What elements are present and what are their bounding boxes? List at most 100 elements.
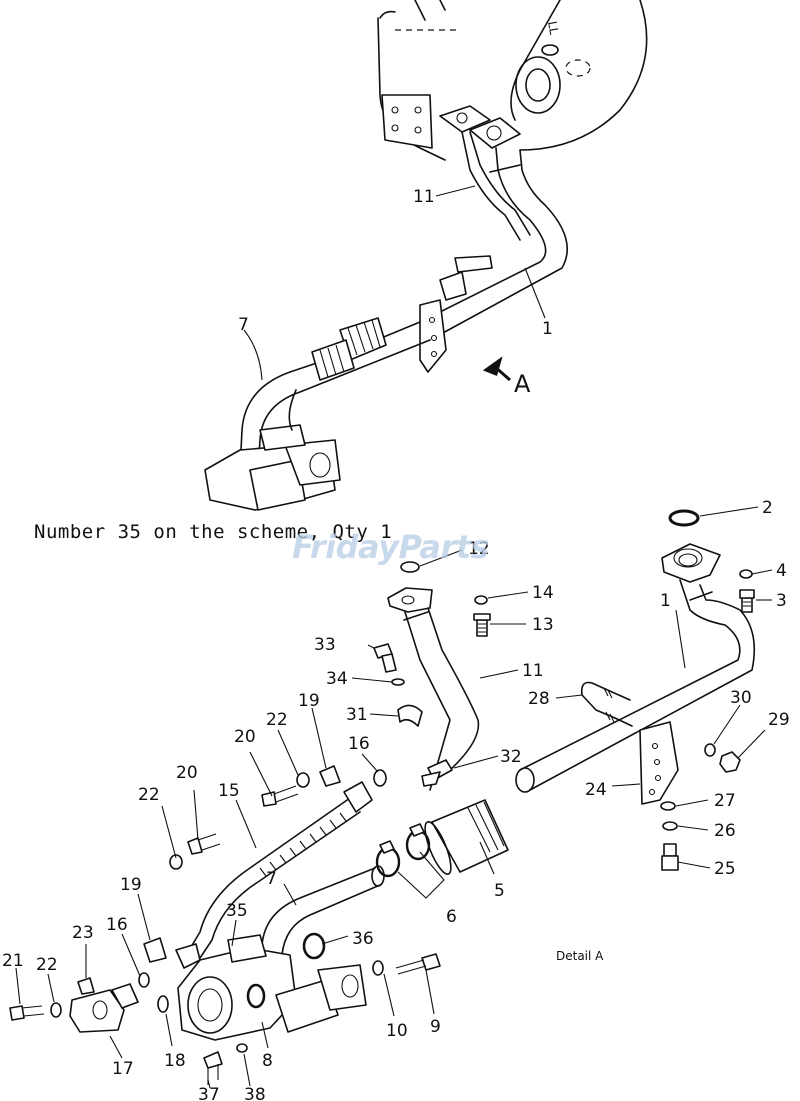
part-30-washer — [704, 743, 716, 757]
part-24-bracket — [639, 721, 679, 805]
callout-19-upper: 19 — [298, 691, 320, 711]
part-20-bolt-lower — [187, 833, 221, 855]
part-15-hose — [175, 781, 373, 969]
part-37-bolt — [203, 1051, 223, 1085]
pump-upper — [204, 389, 341, 511]
part-23-fitting — [77, 977, 95, 995]
leader-lines — [15, 506, 773, 1089]
callout-20-upper: 20 — [234, 727, 256, 747]
part-34-washer — [391, 678, 405, 686]
callout-9: 9 — [430, 1017, 441, 1037]
part-27-washer — [660, 801, 676, 811]
callout-34: 34 — [326, 669, 348, 689]
callout-33: 33 — [314, 635, 336, 655]
part-20-bolt-upper — [261, 785, 299, 807]
part-22-washer-lower — [169, 854, 183, 870]
part-35-pump — [177, 934, 367, 1041]
callout-21: 21 — [2, 951, 24, 971]
callout-19-lower: 19 — [120, 875, 142, 895]
part-14-washer — [474, 595, 488, 605]
part-21-bolt — [9, 1005, 45, 1021]
part-18-oring — [157, 995, 169, 1013]
part-4-washer — [739, 569, 753, 579]
part-26-lockwasher — [662, 821, 678, 831]
callout-5: 5 — [494, 881, 505, 901]
callout-30: 30 — [730, 688, 752, 708]
part-6-clamps — [375, 823, 431, 878]
callout-18: 18 — [164, 1051, 186, 1071]
callout-37: 37 — [198, 1085, 220, 1101]
callout-16-lower: 16 — [106, 915, 128, 935]
upper-callouts: 11 1 7 A — [238, 185, 553, 398]
callout-25: 25 — [714, 859, 736, 879]
callout-20-lower: 20 — [176, 763, 198, 783]
pipe-7-upper — [239, 317, 431, 471]
callout-7-detail: 7 — [266, 869, 277, 889]
part-3-bolt — [739, 589, 755, 613]
callout-8: 8 — [262, 1051, 273, 1071]
callout-26: 26 — [714, 821, 736, 841]
callout-28: 28 — [528, 689, 550, 709]
part-1-flange — [661, 543, 721, 583]
callout-1-detail: 1 — [660, 591, 671, 611]
part-22-washer-upper — [296, 772, 310, 788]
callout-11-upper: 11 — [413, 187, 435, 207]
part-22-washer-left — [50, 1002, 62, 1018]
svg-text:LL: LL — [545, 20, 561, 36]
pipe-11-upper — [461, 131, 531, 241]
callout-29: 29 — [768, 710, 790, 730]
part-caption: Number 35 on the scheme, Qty 1 — [34, 521, 393, 543]
part-36-oring — [302, 932, 326, 960]
callout-24: 24 — [585, 780, 607, 800]
callout-10: 10 — [386, 1021, 408, 1041]
part-labels: 2 4 3 1 12 14 13 11 33 34 28 30 29 31 19… — [2, 498, 790, 1101]
callout-22-lower: 22 — [138, 785, 160, 805]
part-29-nut — [719, 751, 741, 773]
callout-2: 2 — [762, 498, 773, 518]
callout-1-upper: 1 — [542, 319, 553, 339]
part-28-ubolt — [580, 681, 633, 727]
callout-12: 12 — [468, 539, 490, 559]
part-12-oring — [400, 561, 420, 573]
flange-upper — [439, 105, 521, 149]
callout-7-upper: 7 — [238, 315, 249, 335]
callout-11-detail: 11 — [522, 661, 544, 681]
callout-22-left: 22 — [36, 955, 58, 975]
part-38-washer — [236, 1043, 248, 1053]
part-10-washer — [372, 960, 384, 976]
part-2-oring — [668, 509, 700, 527]
part-11-pipe — [403, 607, 480, 791]
callout-17: 17 — [112, 1059, 134, 1079]
part-13-bolt — [473, 613, 491, 637]
callout-32: 32 — [500, 747, 522, 767]
part-5-hose — [424, 799, 509, 875]
part-16-oring-lower — [138, 972, 150, 988]
part-11-flange — [387, 587, 433, 613]
pipe-1-upper — [419, 147, 569, 341]
callout-38: 38 — [244, 1085, 266, 1101]
part-17-flange — [69, 983, 139, 1033]
callout-13: 13 — [532, 615, 554, 635]
tank-outline: LL — [377, 0, 648, 161]
part-33-bolt — [373, 643, 397, 673]
part-19-clamp-upper — [319, 765, 341, 787]
callout-31: 31 — [346, 705, 368, 725]
callout-3: 3 — [776, 591, 787, 611]
callout-27: 27 — [714, 791, 736, 811]
part-25-bolt — [661, 843, 679, 871]
callout-16-upper: 16 — [348, 734, 370, 754]
callout-6: 6 — [446, 907, 457, 927]
detail-a-label: Detail A — [556, 949, 604, 963]
part-16-oring-upper — [373, 769, 387, 787]
callout-22-upper: 22 — [266, 710, 288, 730]
callout-36: 36 — [352, 929, 374, 949]
bracket-upper — [419, 255, 493, 373]
callout-4: 4 — [776, 561, 787, 581]
callout-23: 23 — [72, 923, 94, 943]
callout-15: 15 — [218, 781, 240, 801]
callout-14: 14 — [532, 583, 554, 603]
callout-35: 35 — [226, 901, 248, 921]
part-9-bolt — [395, 953, 441, 975]
watermark-logo: FridayParts — [292, 528, 490, 566]
